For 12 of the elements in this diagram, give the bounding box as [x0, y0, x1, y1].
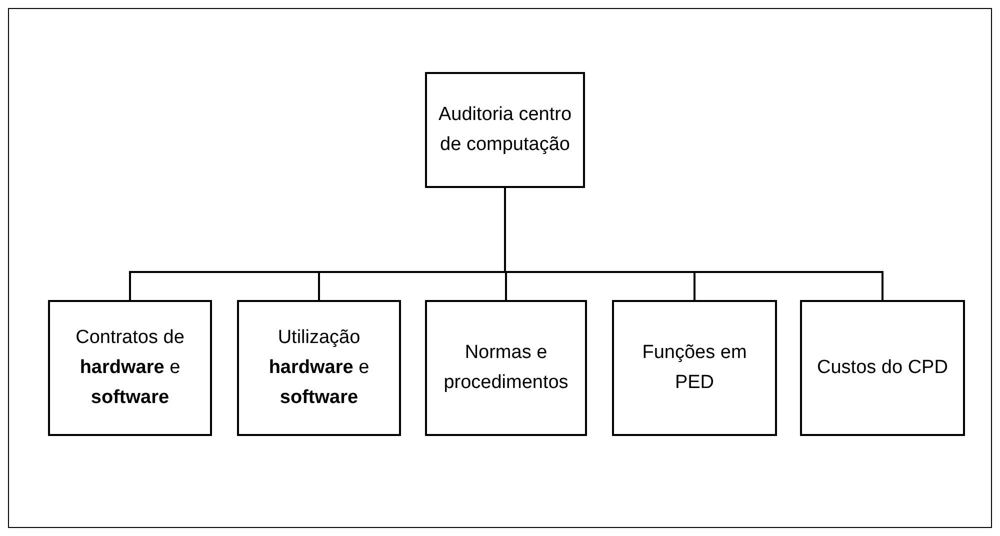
box-label: Funções em PED — [641, 341, 748, 395]
box-label: Auditoria centro de computação — [437, 103, 573, 157]
org-box — [237, 300, 401, 436]
box-label: Custos do CPD — [817, 356, 948, 380]
org-box — [425, 300, 587, 436]
box-label: Normas e procedimentos — [442, 341, 570, 395]
org-box — [48, 300, 212, 436]
org-box — [612, 300, 777, 436]
box-label: Utilização hardware e software — [268, 326, 370, 410]
org-box — [800, 300, 965, 436]
org-box — [425, 72, 585, 188]
box-label: Contratos de hardware e software — [74, 326, 186, 410]
